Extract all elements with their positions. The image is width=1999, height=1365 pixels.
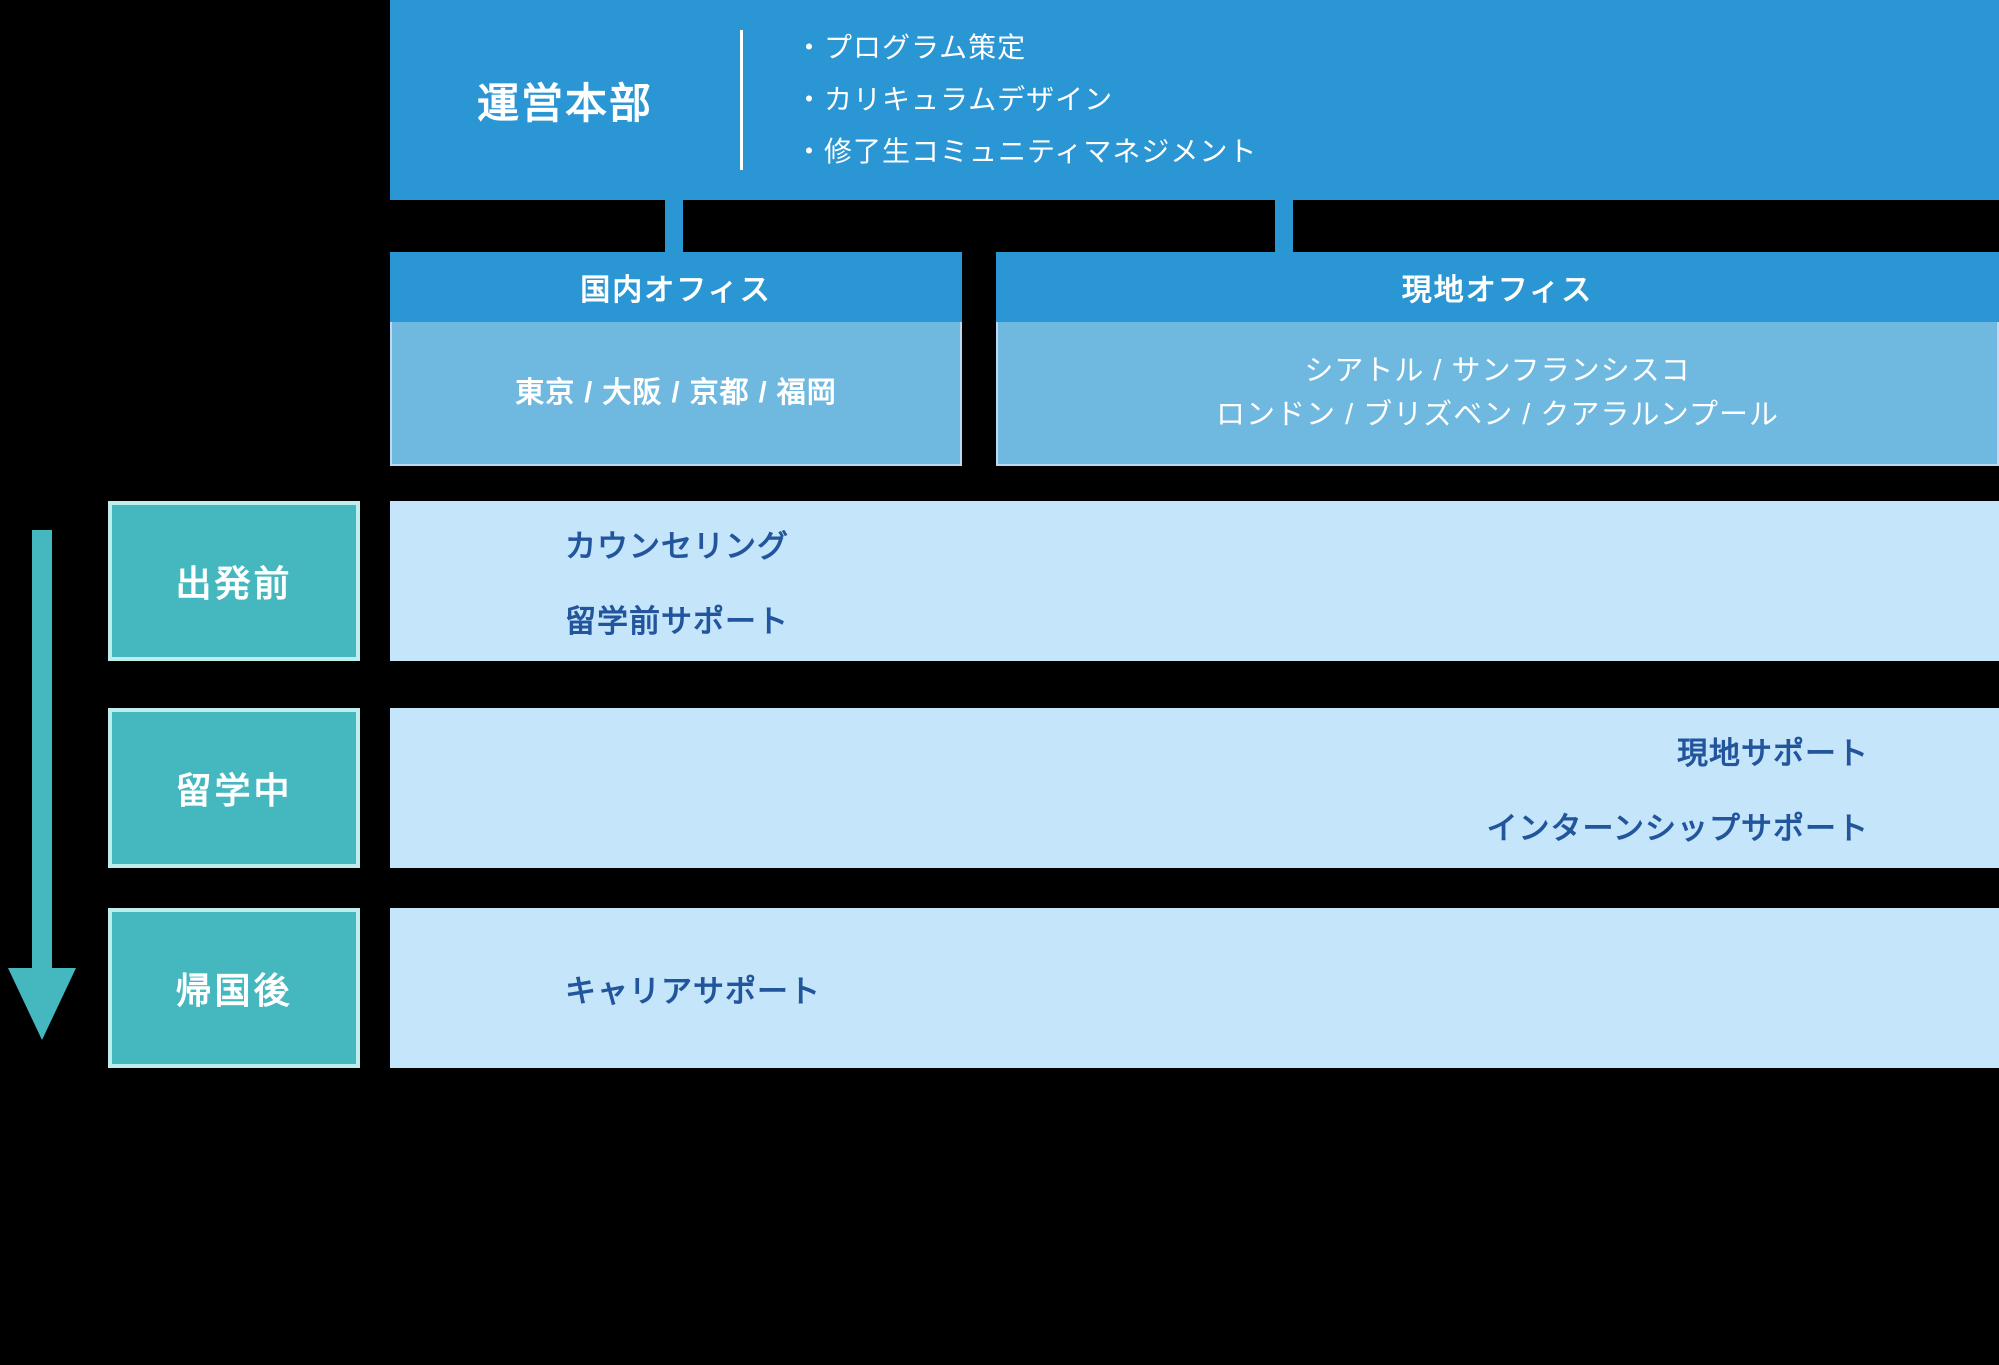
office-card-overseas: 現地オフィス シアトル / サンフランシスコ ロンドン / ブリズベン / クア… [996,252,1999,466]
connector-trunk-left [665,200,683,252]
office-locations-domestic: 東京 / 大阪 / 京都 / 福岡 [390,322,962,466]
office-header-overseas: 現地オフィス [996,252,1999,322]
support-service-item: キャリアサポート [565,973,821,1009]
office-card-domestic: 国内オフィス 東京 / 大阪 / 京都 / 福岡 [390,252,962,466]
stage-box-before-departure: 出発前 [108,501,360,661]
support-panel-after-return: キャリアサポート [390,908,1999,1068]
office-location-line: 東京 / 大阪 / 京都 / 福岡 [515,377,837,409]
stage-box-after-return: 帰国後 [108,908,360,1068]
support-service-item: カウンセリング [565,529,789,564]
support-service-item: 現地サポート [1677,736,1869,771]
vertical-divider [740,30,743,170]
responsibility-item: ・プログラム策定 [795,32,1027,63]
office-location-line: シアトル / サンフランシスコ [1304,355,1691,387]
responsibility-item: ・カリキュラムデザイン [795,84,1114,115]
support-panel-during-study: 現地サポート インターンシップサポート [390,708,1999,868]
timeline-arrow-head [8,968,76,1040]
support-panel-before-departure: カウンセリング 留学前サポート [390,501,1999,661]
responsibility-item: ・修了生コミュニティマネジメント [795,136,1258,167]
headquarters-box: 運営本部 ・プログラム策定 ・カリキュラムデザイン ・修了生コミュニティマネジメ… [390,0,1999,200]
support-service-item: 留学前サポート [565,604,789,639]
stage-box-during-study: 留学中 [108,708,360,868]
timeline-arrow-shaft [32,530,52,975]
office-location-line: ロンドン / ブリズベン / クアラルンプール [1216,399,1779,431]
office-header-domestic: 国内オフィス [390,252,962,322]
headquarters-responsibility-list: ・プログラム策定 ・カリキュラムデザイン ・修了生コミュニティマネジメント [795,22,1257,178]
support-service-item: インターンシップサポート [1486,811,1869,846]
office-locations-overseas: シアトル / サンフランシスコ ロンドン / ブリズベン / クアラルンプール [996,322,1999,466]
connector-trunk-right [1275,200,1293,252]
headquarters-title: 運営本部 [476,79,653,127]
